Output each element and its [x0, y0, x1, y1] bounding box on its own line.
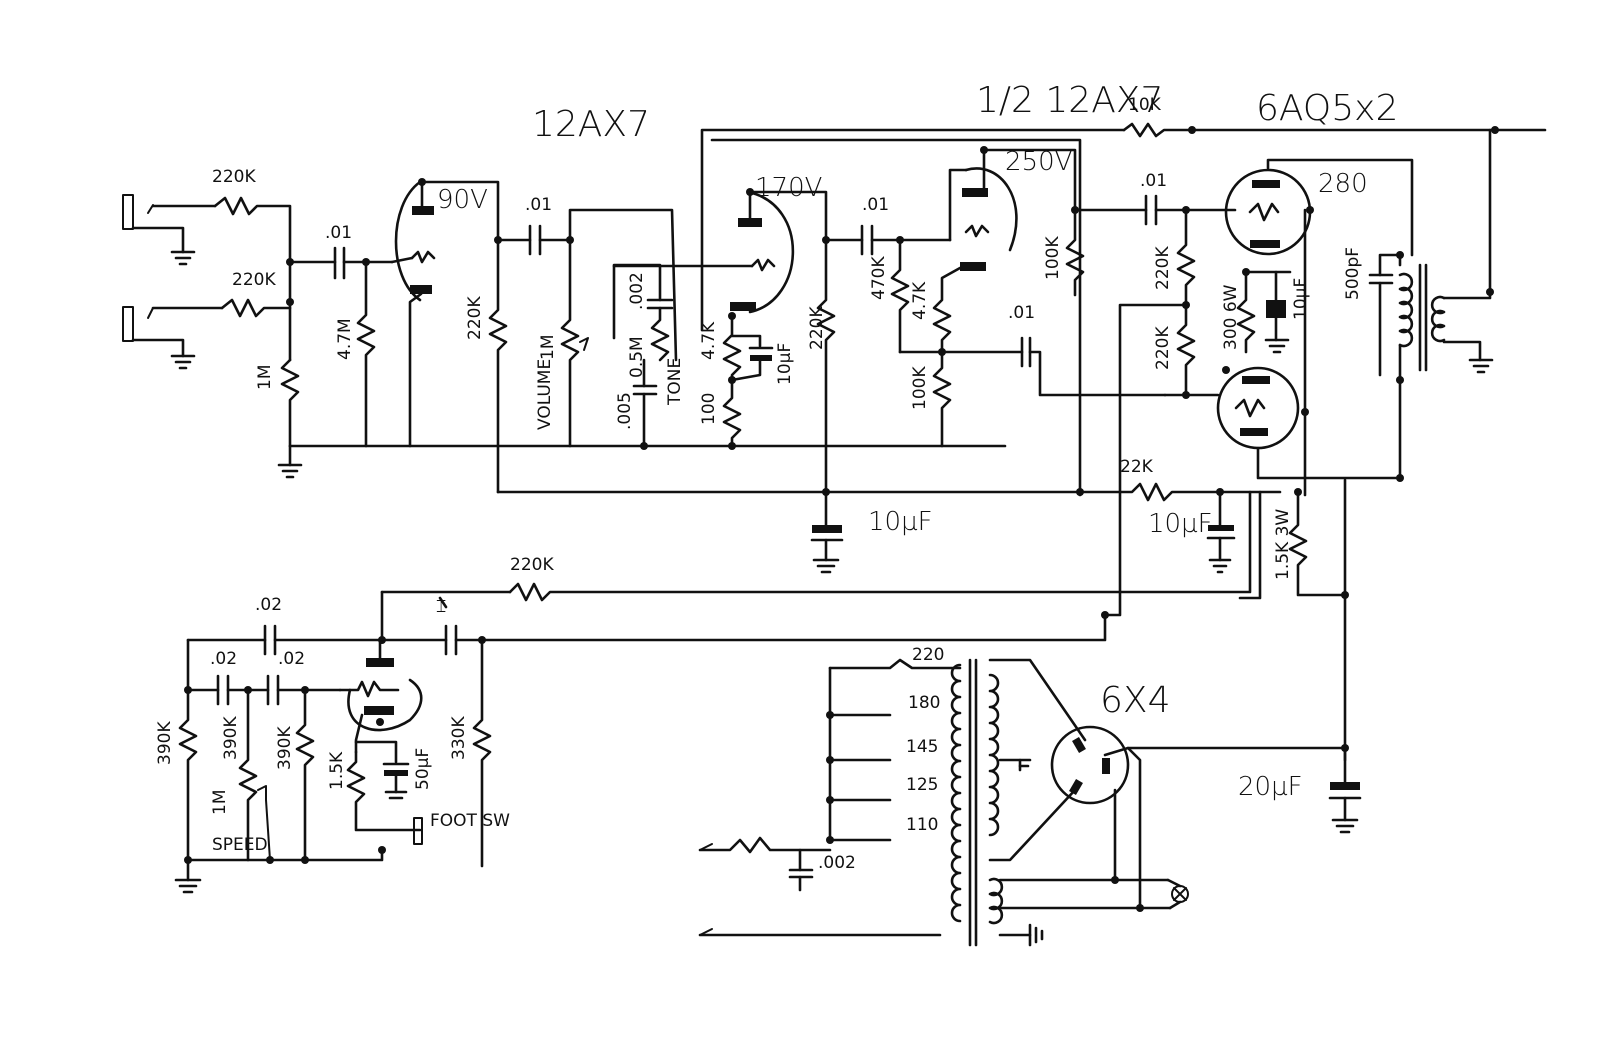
voltage-90v: 90V — [437, 185, 488, 215]
plate1-resistor-label: 220K — [465, 296, 485, 340]
speed-pot-value: 1M — [210, 790, 230, 815]
tap-220: 220 — [912, 645, 944, 665]
filter-cap-1-label: 10µF — [868, 507, 933, 537]
voltage-280: 280 — [1318, 169, 1368, 199]
tap-145: 145 — [906, 737, 938, 757]
preamp-tube-v1 — [390, 180, 436, 448]
volume-pot-value: 1M — [538, 335, 558, 360]
filter2-resistor-label: 1.5K 3W — [1273, 509, 1293, 580]
tap-180: 180 — [908, 693, 940, 713]
power-cath-cap-label: 10µF — [1291, 278, 1311, 320]
voltage-170v: 170V — [755, 173, 822, 203]
plate2-resistor-label: 220K — [807, 306, 827, 350]
osc-cap-2-label: .02 — [210, 649, 237, 669]
tone-cap2-label: .005 — [615, 392, 635, 430]
input-grounds — [170, 250, 196, 370]
osc-out-label: 330K — [449, 716, 469, 760]
power-tube-lower — [1216, 366, 1402, 480]
cath-a-label: 4.7K — [699, 321, 719, 360]
grid3-resistor-label: 470K — [869, 256, 889, 300]
input-resistor-2-label: 220K — [232, 270, 276, 290]
rectifier-tube-6x4 — [1050, 725, 1142, 910]
input-resistor-1-label: 220K — [212, 167, 256, 187]
power-tube-upper — [1224, 158, 1414, 257]
tone-cap-label: .002 — [627, 272, 647, 310]
pi-grid2-label: 220K — [1153, 326, 1173, 370]
tone-pot-label: 0.5M — [627, 336, 647, 378]
pi-cap-2-label: .01 — [1008, 303, 1035, 323]
tube-half-12ax7-title: 1/2 12AX7 — [976, 80, 1163, 121]
preamp-tube-v3 — [948, 148, 1077, 271]
coupling-cap-1-label: .01 — [525, 195, 552, 215]
ot-cap-label: 500pF — [1343, 247, 1363, 300]
tube-12ax7-title: 12AX7 — [532, 104, 650, 145]
pilot-lamp — [1166, 878, 1189, 910]
line-cap-label: .002 — [818, 853, 856, 873]
cath-power-label: 300 6W — [1221, 284, 1241, 350]
input-cap-label: .01 — [325, 223, 352, 243]
ground-symbol-1 — [277, 463, 303, 479]
osc-cath-label: 1.5K — [327, 751, 347, 790]
input-resistor-2 — [220, 298, 292, 318]
tube-6aq5-title: 6AQ5x2 — [1256, 88, 1398, 129]
pi-cap-label: .01 — [1140, 171, 1167, 191]
decoupling-resistor-label: 10K — [1128, 95, 1162, 115]
trem-marker: ⌶ — [436, 597, 446, 617]
plate3-resistor-label: 100K — [1043, 236, 1063, 280]
tap-110: 110 — [906, 815, 938, 835]
grid-leak-label: 4.7M — [335, 318, 355, 360]
cath-b-label: 100 — [699, 393, 719, 425]
preamp-tube-v2 — [612, 190, 795, 314]
osc-cap-3-label: .02 — [278, 649, 305, 669]
tremolo-tube — [338, 638, 423, 732]
osc-res-1-label: 390K — [155, 721, 175, 765]
tone-label: TONE — [665, 358, 685, 406]
input-jacks — [122, 194, 224, 358]
trem-plate-label: 220K — [510, 555, 554, 575]
filter-cap-2-label: 10µF — [1148, 509, 1213, 539]
filter-resistor-label: 22K — [1120, 457, 1154, 477]
input-resistor-1 — [213, 196, 292, 264]
speed-label: SPEED — [212, 835, 268, 855]
foot-switch-label: FOOT SW — [430, 811, 510, 831]
tap-125: 125 — [906, 775, 938, 795]
coupling-cap-2-label: .01 — [862, 195, 889, 215]
osc-res-3-label: 390K — [275, 726, 295, 770]
tube-6x4-title: 6X4 — [1100, 680, 1170, 721]
osc-cap-1-label: .02 — [255, 595, 282, 615]
volume-label: VOLUME — [535, 359, 555, 430]
voltage-250v: 250V — [1005, 147, 1072, 177]
osc-cath-cap-label: 50µF — [413, 748, 433, 790]
cath-cap-label: 10µF — [775, 343, 795, 385]
grid-resistor-1m-label: 1M — [255, 365, 275, 390]
power-transformer — [950, 658, 1172, 947]
rect-cap-label: 20µF — [1238, 772, 1303, 802]
pi-grid1-label: 220K — [1153, 246, 1173, 290]
cath3b-resistor-label: 100K — [910, 366, 930, 410]
cath3-resistor-label: 4.7K — [910, 281, 930, 320]
osc-res-2-label: 390K — [221, 716, 241, 760]
output-transformer — [1398, 128, 1494, 480]
